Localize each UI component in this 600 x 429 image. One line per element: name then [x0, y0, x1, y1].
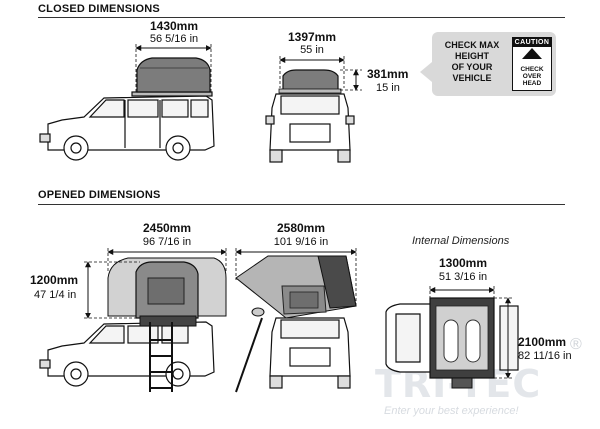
caution-sign-header: CAUTION — [513, 38, 551, 47]
opened-dimensions-title: OPENED DIMENSIONS — [38, 189, 161, 201]
callout-text: CHECK MAX HEIGHT OF YOUR VEHICLE — [444, 40, 500, 83]
opened-rear-length-in: 101 9/16 in — [273, 236, 329, 248]
closed-section-divider — [38, 17, 565, 18]
internal-dimensions-caption: Internal Dimensions — [412, 235, 510, 247]
opened-side-length-mm: 2450mm — [142, 221, 192, 235]
opened-side-tent — [107, 257, 227, 392]
opened-side-vehicle — [39, 321, 215, 387]
closed-width-mm: 1397mm — [287, 30, 337, 44]
opened-side-length-in: 96 7/16 in — [142, 236, 192, 248]
watermark-registered-mark: ® — [570, 336, 582, 353]
internal-width-in: 51 3/16 in — [438, 271, 488, 283]
closed-length-in: 56 5/16 in — [149, 33, 199, 45]
closed-dimensions-title: CLOSED DIMENSIONS — [38, 3, 160, 15]
opened-top-tent — [429, 297, 495, 389]
opened-section-divider — [38, 204, 565, 205]
callout-pointer — [420, 62, 432, 82]
opened-side-height-in: 47 1/4 in — [34, 289, 77, 301]
opened-rear-length-mm: 2580mm — [276, 221, 326, 235]
closed-side-vehicle — [39, 91, 215, 161]
opened-top-vehicle — [385, 303, 519, 373]
internal-length-mm: 2100mm — [518, 335, 567, 349]
opened-rear-vehicle — [269, 317, 351, 389]
watermark-slogan: Enter your best experience! — [384, 405, 519, 417]
internal-width-mm: 1300mm — [438, 256, 488, 270]
internal-length-in: 82 11/16 in — [518, 350, 572, 362]
arrow-up-icon — [522, 48, 542, 59]
closed-rear-vehicle — [265, 93, 355, 163]
closed-height-mm: 381mm — [367, 67, 409, 81]
closed-width-in: 55 in — [300, 44, 324, 56]
closed-side-tent — [136, 57, 211, 93]
caution-sign-body: CHECK OVER HEAD — [520, 66, 544, 87]
opened-rear-tent — [235, 255, 357, 393]
closed-height-in: 15 in — [376, 82, 400, 94]
caution-sign: CAUTION CHECK OVER HEAD — [512, 37, 552, 91]
closed-rear-tent — [278, 69, 342, 94]
closed-length-mm: 1430mm — [149, 19, 199, 33]
check-height-callout: CHECK MAX HEIGHT OF YOUR VEHICLE CAUTION… — [432, 32, 556, 96]
opened-side-height-mm: 1200mm — [30, 273, 79, 287]
